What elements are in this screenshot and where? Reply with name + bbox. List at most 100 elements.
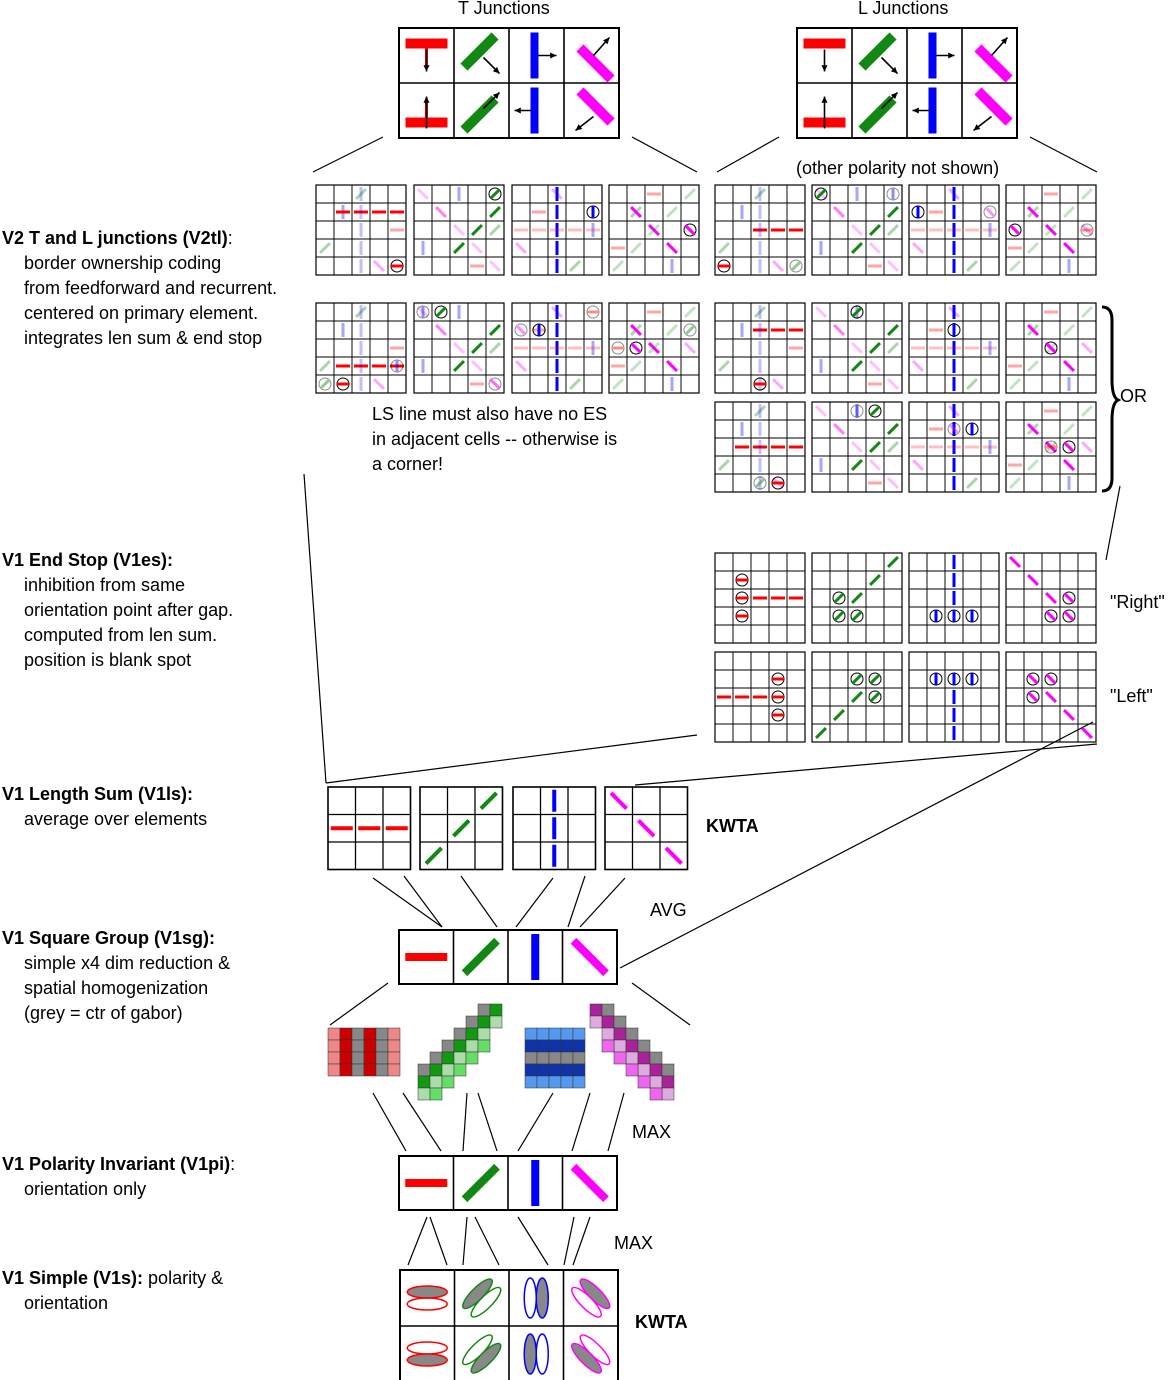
end-stop-bar [1027,691,1039,703]
context-bar [717,359,731,373]
connector-line [517,1216,549,1266]
crossing-bar [470,359,484,373]
v2tl-grid-frame [511,302,603,394]
green-gabor-patch-pixel [429,1051,443,1065]
magenta-gabor-patch-pixel [613,1051,627,1065]
blue-gabor-patch-pixel [536,1039,550,1053]
red-gabor-patch-pixel [387,1027,401,1041]
length-sum-bar [609,791,628,810]
end-stop-circle [1062,609,1076,623]
junction-arrow-head [575,124,583,131]
crossing-bar [868,241,882,255]
length-sum-bar [664,846,683,865]
v2tl-grid-frame [1005,401,1097,493]
end-stop-left-grid-frame [908,651,1000,743]
green-gabor-patch-pixel [429,1087,443,1101]
layer-label-v1sg: V1 Square Group (V1sg): simple x4 dim re… [2,926,230,1026]
red-gabor-patch-pixel [363,1039,377,1053]
magenta-gabor-patch-pixel [661,1075,675,1089]
green-gabor-patch-pixel [477,1027,491,1041]
end-stop-bar [833,610,845,622]
end-stop-left-grid-frame [714,651,806,743]
green-gabor-patch-pixel [429,1063,443,1077]
v2tl-grid-frame [315,184,407,276]
magenta-gabor-patch-pixel [649,1063,663,1077]
layer-title: V1 Square Group (V1sg): [2,928,216,948]
context-bar [1080,223,1094,237]
connector-line [372,877,443,928]
end-stop-marker [416,305,430,319]
connector-line [1029,136,1098,173]
context-bar [911,359,925,373]
primary-bar [1026,422,1040,436]
context-bar [434,205,448,219]
end-stop-marker [929,672,943,686]
crossing-bar [434,323,448,337]
junction-arrow-head [492,66,500,74]
context-bar [911,458,925,472]
end-stop-marker [318,377,332,391]
end-stop-bar [684,324,696,336]
end-stop-bar [1045,610,1057,622]
connector-line [619,721,1094,969]
end-stop-marker [683,323,697,337]
crossing-bar [665,205,679,219]
end-stop-bar [515,324,527,336]
crossing-bar [850,440,864,454]
context-bar [488,223,502,237]
right-label: "Right" [1110,592,1165,612]
end-stop-circle [318,377,332,391]
gabor-lobe [535,1277,549,1319]
crossing-bar [886,476,900,490]
end-stop-bar [1045,673,1057,685]
green-gabor-patch-pixel [441,1075,455,1089]
end-stop-marker [947,672,961,686]
junction-arrow-head [423,96,430,103]
connector-line [631,136,698,173]
end-stop-marker [1008,223,1022,237]
end-stop-line [850,690,864,704]
end-stop-right-grid-frame [908,552,1000,644]
context-bar [832,422,846,436]
green-gabor-patch-pixel [453,1051,467,1065]
connector-line [1105,485,1121,561]
end-stop-marker [390,259,404,273]
magenta-gabor-patch-pixel [601,1027,615,1041]
layer-desc: centered on primary element. [24,303,259,323]
context-bar [965,259,979,273]
context-bar [832,323,846,337]
primary-bar [452,241,466,255]
green-gabor-patch-pixel [441,1039,455,1053]
layer-title: V1 End Stop (V1es): [2,550,174,570]
end-stop-bar [869,673,881,685]
connector-line [462,1216,468,1266]
crossing-bar [1080,305,1094,319]
context-bar [886,341,900,355]
green-gabor-patch-pixel [465,1015,479,1029]
green-gabor-patch-pixel [429,1075,443,1089]
junction-bar-magenta [576,87,615,126]
layer-label-v1ls: V1 Length Sum (V1ls): average over eleme… [2,782,207,832]
end-stop-circle [850,305,864,319]
end-stop-circle [611,341,625,355]
context-bar [514,241,528,255]
blue-gabor-patch-pixel [548,1063,562,1077]
l-junctions-title: L Junctions [858,0,949,18]
blue-gabor-patch-pixel [524,1027,538,1041]
v2tl-grid-frame [413,302,505,394]
length-sum-grid-frame [327,786,412,871]
primary-bar [1026,205,1040,219]
end-stop-circle [1062,440,1076,454]
crossing-bar [629,359,643,373]
other-polarity-note: (other polarity not shown) [796,158,1000,178]
connector-lines [303,136,1122,1266]
connector-line [607,1092,625,1152]
end-stop-marker [717,259,731,273]
context-bar [318,359,332,373]
crossing-bar [452,341,466,355]
end-stop-circle [1044,609,1058,623]
avg-label: AVG [650,900,687,920]
end-stop-bar [489,188,501,200]
crossing-bar [647,223,661,237]
end-stop-marker [886,187,900,201]
